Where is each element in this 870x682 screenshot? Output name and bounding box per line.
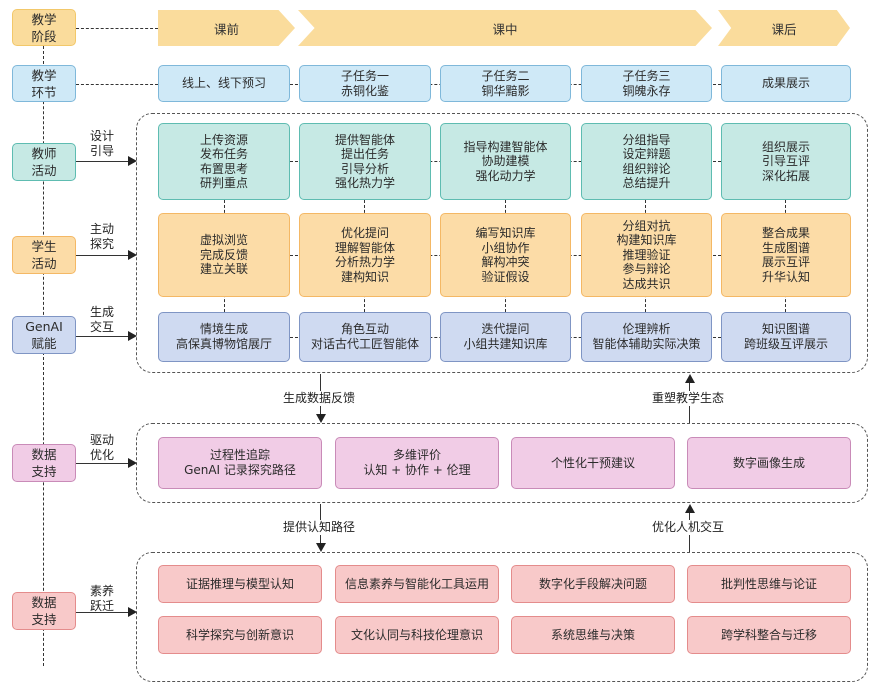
category-teaching-stage: 教学 阶段 xyxy=(12,9,76,46)
link-subtask-3: 子任务三 铜魄永存 xyxy=(581,65,712,102)
category-data-support: 数据 支持 xyxy=(12,444,76,482)
student-activity-card: 整合成果 生成图谱 展示互评 升华认知 xyxy=(721,213,851,297)
data-support-card: 数字画像生成 xyxy=(687,437,851,489)
category-literacy-leap: 数据 支持 xyxy=(12,592,76,630)
activity-container xyxy=(136,113,868,373)
literacy-card: 信息素养与智能化工具运用 xyxy=(335,565,499,603)
genai-card: 情境生成 高保真博物馆展厅 xyxy=(158,312,290,362)
data-arrow-line xyxy=(76,463,128,464)
genai-card: 伦理辨析 智能体辅助实际决策 xyxy=(581,312,712,362)
teacher-arrow-line xyxy=(76,161,128,162)
student-arrow-line xyxy=(76,255,128,256)
category-teacher-activity: 教师 活动 xyxy=(12,143,76,181)
data-support-card: 过程性追踪 GenAI 记录探究路径 xyxy=(158,437,322,489)
category-genai-enablement: GenAI 赋能 xyxy=(12,316,76,354)
literacy-arrow-label: 素养 跃迁 xyxy=(90,584,115,613)
feedback-label: 生成数据反馈 xyxy=(283,391,356,406)
literacy-card: 证据推理与模型认知 xyxy=(158,565,322,603)
stage-post-class: 课后 xyxy=(718,10,850,46)
path-label: 提供认知路径 xyxy=(283,520,356,535)
teacher-activity-card: 上传资源 发布任务 布置思考 研判重点 xyxy=(158,123,290,200)
hci-label: 优化人机交互 xyxy=(652,520,725,535)
stage-in-class: 课中 xyxy=(298,10,712,46)
teacher-arrow-head xyxy=(128,156,137,166)
literacy-card: 科学探究与创新意识 xyxy=(158,616,322,654)
student-activity-card: 编写知识库 小组协作 解构冲突 验证假设 xyxy=(440,213,571,297)
literacy-card: 跨学科整合与迁移 xyxy=(687,616,851,654)
genai-card: 角色互动 对话古代工匠智能体 xyxy=(299,312,431,362)
link-showcase: 成果展示 xyxy=(721,65,851,102)
teacher-activity-card: 分组指导 设定辩题 组织辩论 总结提升 xyxy=(581,123,712,200)
literacy-arrow-line xyxy=(76,612,128,613)
hci-arrow-head xyxy=(685,504,695,513)
link-subtask-1: 子任务一 赤铜化鉴 xyxy=(299,65,431,102)
data-arrow-label: 驱动 优化 xyxy=(90,433,115,462)
student-activity-card: 分组对抗 构建知识库 推理验证 参与辩论 达成共识 xyxy=(581,213,712,297)
teacher-activity-card: 提供智能体 提出任务 引导分析 强化热力学 xyxy=(299,123,431,200)
genai-card: 迭代提问 小组共建知识库 xyxy=(440,312,571,362)
feedback-arrow-head xyxy=(316,414,326,423)
category-student-activity: 学生 活动 xyxy=(12,236,76,274)
teacher-activity-card: 组织展示 引导互评 深化拓展 xyxy=(721,123,851,200)
path-arrow-head xyxy=(316,543,326,552)
literacy-card: 系统思维与决策 xyxy=(511,616,675,654)
stage-pre-class: 课前 xyxy=(158,10,295,46)
link-subtask-2: 子任务二 铜华黯影 xyxy=(440,65,571,102)
data-support-card: 个性化干预建议 xyxy=(511,437,675,489)
left-spine-connector xyxy=(43,46,44,666)
link-preview: 线上、线下预习 xyxy=(158,65,290,102)
student-activity-card: 优化提问 理解智能体 分析热力学 建构知识 xyxy=(299,213,431,297)
teacher-arrow-label: 设计 引导 xyxy=(90,129,115,158)
reshape-label: 重塑教学生态 xyxy=(652,391,725,406)
genai-arrow-line xyxy=(76,336,128,337)
category-teaching-link: 教学 环节 xyxy=(12,65,76,102)
literacy-card: 批判性思维与论证 xyxy=(687,565,851,603)
data-support-card: 多维评价 认知 + 协作 + 伦理 xyxy=(335,437,499,489)
link-connector xyxy=(76,84,158,85)
student-arrow-label: 主动 探究 xyxy=(90,222,115,251)
literacy-card: 文化认同与科技伦理意识 xyxy=(335,616,499,654)
data-arrow-head xyxy=(128,458,137,468)
student-arrow-head xyxy=(128,250,137,260)
literacy-card: 数字化手段解决问题 xyxy=(511,565,675,603)
genai-arrow-head xyxy=(128,331,137,341)
student-activity-card: 虚拟浏览 完成反馈 建立关联 xyxy=(158,213,290,297)
genai-arrow-label: 生成 交互 xyxy=(90,305,115,334)
teacher-activity-card: 指导构建智能体 协助建模 强化动力学 xyxy=(440,123,571,200)
reshape-arrow-head xyxy=(685,374,695,383)
genai-card: 知识图谱 跨班级互评展示 xyxy=(721,312,851,362)
literacy-arrow-head xyxy=(128,607,137,617)
stage-connector xyxy=(76,28,158,29)
